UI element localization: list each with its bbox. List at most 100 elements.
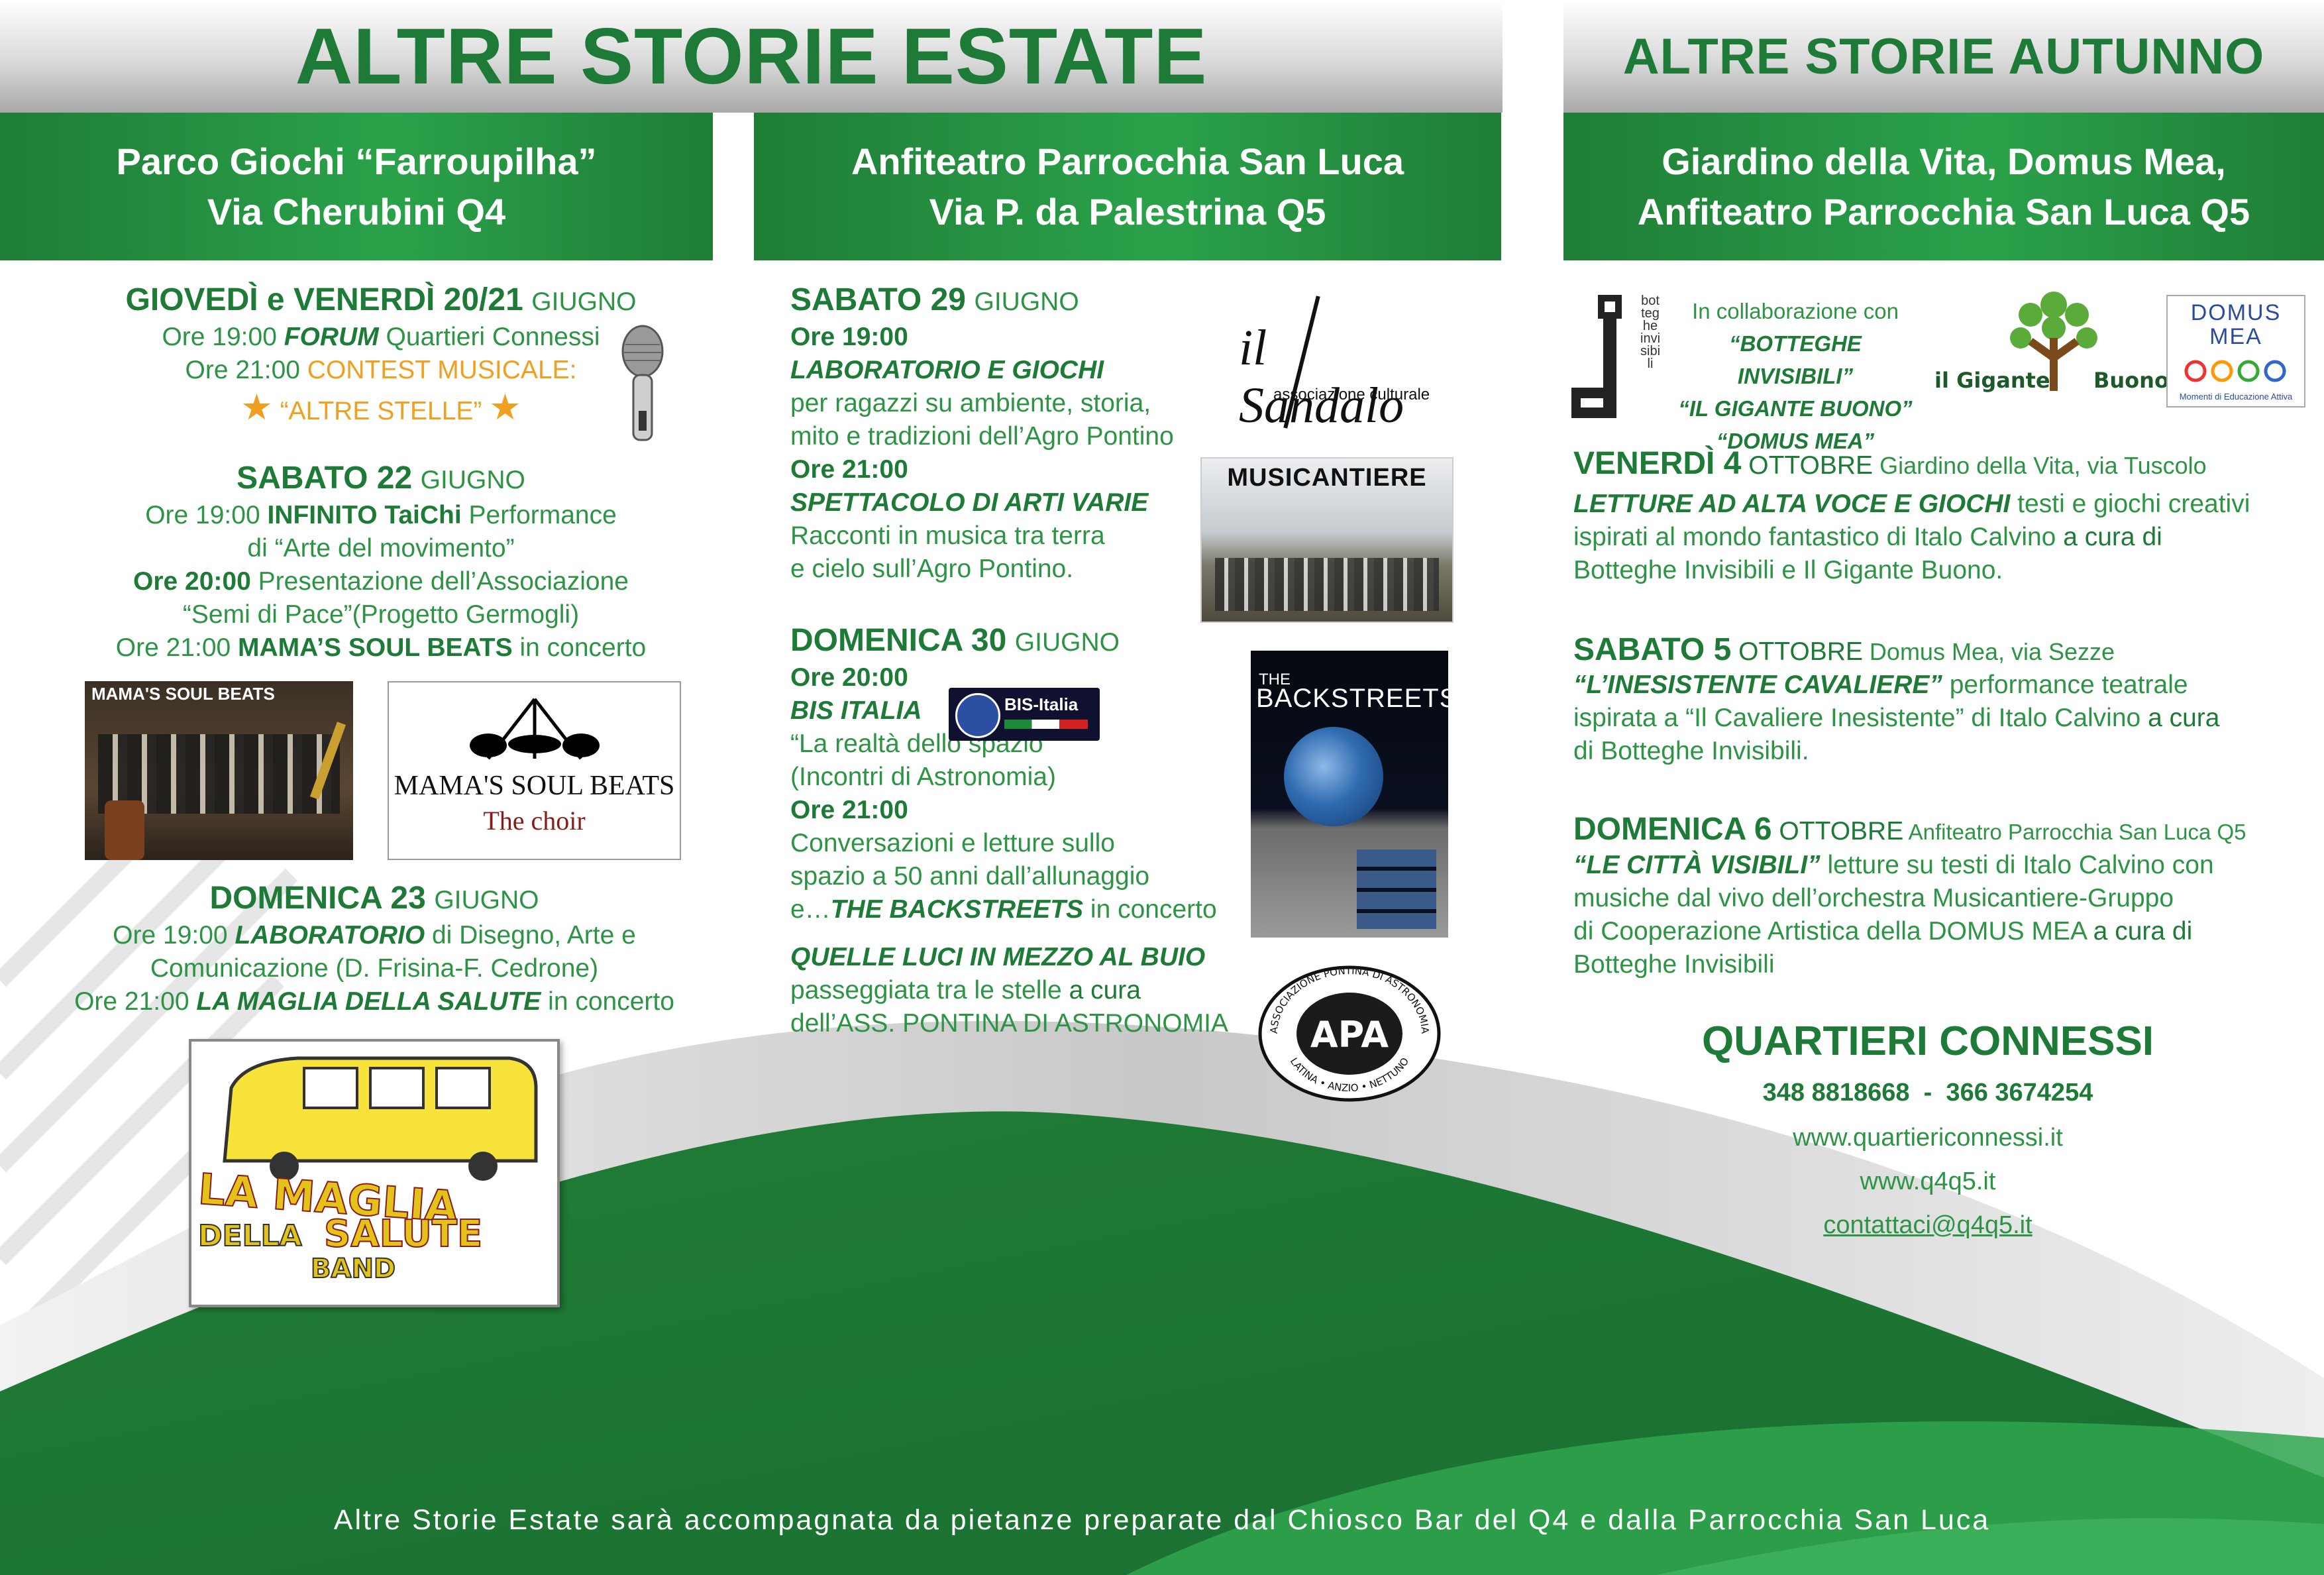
event-title: THE BACKSTREETS <box>830 895 1084 924</box>
event-month: OTTOBRE <box>1738 637 1863 666</box>
event-desc: in concerto <box>541 987 674 1016</box>
logo-mark: APA <box>1310 1014 1389 1056</box>
mamas-soul-beats-logo: MAMA'S SOUL BEATS The choir <box>388 681 681 860</box>
event-desc: Racconti in musica tra terra <box>790 521 1105 550</box>
musicantiere-photo: MUSICANTIERE <box>1200 457 1453 623</box>
event-desc: e cielo sull’Agro Pontino. <box>790 555 1074 583</box>
event-desc: passeggiata tra le stelle <box>790 976 1069 1005</box>
event-month: GIUGNO <box>420 466 525 494</box>
event-day: VENERDÌ 4 <box>1573 446 1742 481</box>
contacts-block: QUARTIERI CONNESSI 348 8818668 - 366 367… <box>1563 1014 2292 1247</box>
event-line: Ore 19:00 FORUM Quartieri Connessi <box>40 321 722 354</box>
venue-banner-1: Parco Giochi “Farroupilha” Via Cherubini… <box>0 113 713 260</box>
time-label: Ore 21:00 <box>790 796 908 824</box>
event-date: VENERDÌ 4 OTTOBRE Giardino della Vita, v… <box>1573 447 2309 482</box>
logo-title: DOMUS <box>2190 300 2282 325</box>
partner-name: “IL GIGANTE BUONO” <box>1678 396 1913 421</box>
botteghe-invisibili-logo <box>1571 295 1622 418</box>
time-label: Ore 21:00 <box>790 455 908 484</box>
partner-name: “BOTTEGHE INVISIBILI” <box>1729 331 1862 388</box>
event-desc: in concerto <box>512 633 647 662</box>
event-desc: ispirata a “Il Cavaliere Inesistente” di… <box>1573 704 2148 732</box>
time-label: Ore 21:00 <box>185 356 307 384</box>
event-title: SPETTACOLO DI ARTI VARIE <box>790 488 1149 517</box>
event-title: “LE CITTÀ VISIBILI” <box>1573 851 1821 879</box>
apa-logo: ASSOCIAZIONE PONTINA DI ASTRONOMIA LATIN… <box>1258 965 1441 1102</box>
time-label: Ore 19:00 <box>145 501 268 529</box>
organizer-label: a cura di <box>2093 917 2193 946</box>
event-desc: Quartieri Connessi <box>378 323 600 351</box>
event-place: Anfiteatro Parrocchia San Luca Q5 <box>1903 820 2246 844</box>
contest-name: “ALTRE STELLE” <box>280 397 482 425</box>
time-label: Ore 19:00 <box>162 323 284 351</box>
logo-title: il Sandalo <box>1239 320 1404 433</box>
logo-word: BAND <box>310 1253 396 1285</box>
event-desc: performance teatrale <box>1942 671 2188 699</box>
poster-title: BACKSTREETS <box>1256 684 1448 713</box>
event-date: DOMENICA 6 OTTOBRE Anfiteatro Parrocchia… <box>1573 813 2309 849</box>
organizer-label: a cura <box>2148 704 2220 732</box>
event-line: ★ “ALTRE STELLE” ★ <box>40 390 722 428</box>
event-month: GIUGNO <box>434 886 539 914</box>
event-desc: musiche dal vivo dell’orchestra Musicant… <box>1573 884 2174 912</box>
maglia-della-salute-logo: LA MAGLIA DELLA SALUTE BAND <box>189 1039 560 1307</box>
estate-title: ALTRE STORIE ESTATE <box>295 12 1208 101</box>
logo-title: MAMA'S SOUL BEATS <box>394 771 675 801</box>
email-link[interactable]: contattaci@q4q5.it <box>1823 1211 2033 1239</box>
event-title: LA MAGLIA DELLA SALUTE <box>196 987 541 1016</box>
event-line: e…THE BACKSTREETS in concerto <box>790 893 1241 926</box>
event-day: GIOVEDÌ e VENERDÌ 20/21 <box>125 282 523 317</box>
event-date: SABATO 22 GIUGNO <box>40 460 722 499</box>
event-day: SABATO 29 <box>790 282 966 317</box>
autunno-title: ALTRE STORIE AUTUNNO <box>1622 28 2265 85</box>
poster-text: THE <box>1259 671 1291 688</box>
logo-word: DELLA <box>197 1219 303 1254</box>
organizer-label: a cura <box>1069 976 1141 1005</box>
event-place: Giardino della Vita, via Tuscolo <box>1873 452 2207 479</box>
backstreets-poster: THE BACKSTREETS <box>1251 651 1448 938</box>
il-sandalo-logo: il Sandalo associazione culturale <box>1234 286 1439 435</box>
mamas-soul-beats-photo: MAMA'S SOUL BEATS <box>85 681 353 860</box>
column-3-events: VENERDÌ 4 OTTOBRE Giardino della Vita, v… <box>1573 447 2309 981</box>
gigante-text: il Gigante <box>1934 368 2050 393</box>
event-line: di “Arte del movimento” <box>247 534 515 563</box>
event-desc: dell’ASS. PONTINA DI ASTRONOMIA <box>790 1009 1228 1038</box>
venue-banner-3: Giardino della Vita, Domus Mea, Anfiteat… <box>1563 113 2324 260</box>
event-title: FORUM <box>284 323 379 351</box>
photo-caption: MAMA'S SOUL BEATS <box>91 684 275 704</box>
event-date: DOMENICA 30 GIUGNO <box>790 622 1241 661</box>
event-desc: per ragazzi su ambiente, storia, <box>790 389 1151 417</box>
event-month: GIUGNO <box>531 288 637 316</box>
event-desc: Presentazione dell’Associazione <box>250 567 629 596</box>
event-desc: e… <box>790 895 831 924</box>
event-line: Ore 21:00 LA MAGLIA DELLA SALUTE in conc… <box>26 985 722 1018</box>
event-date: DOMENICA 23 GIUGNO <box>26 880 722 919</box>
collaboration-block: In collaborazione con “BOTTEGHE INVISIBI… <box>1669 295 1921 457</box>
event-desc: spazio a 50 anni dall’allunaggio <box>790 862 1150 891</box>
logo-title: BIS-Italia <box>1004 694 1079 714</box>
instruments-icon <box>470 698 600 760</box>
event-month: OTTOBRE <box>1748 451 1874 480</box>
column-2-events: SABATO 29 GIUGNO Ore 19:00 LABORATORIO E… <box>790 282 1241 1040</box>
event-place: Domus Mea, via Sezze <box>1862 638 2115 665</box>
time-label: Ore 20:00 <box>133 567 251 596</box>
collab-intro: In collaborazione con <box>1692 299 1899 323</box>
event-line: Ore 21:00 MAMA’S SOUL BEATS in concerto <box>40 631 722 665</box>
contest-label: CONTEST MUSICALE: <box>307 356 577 384</box>
footer-note: Altre Storie Estate sarà accompagnata da… <box>333 1504 1991 1536</box>
gigante-text: Buono <box>2093 368 2169 393</box>
event-line: Ore 20:00 Presentazione dell’Associazion… <box>40 565 722 598</box>
event-date: SABATO 29 GIUGNO <box>790 282 1241 321</box>
event-day: SABATO 22 <box>237 461 413 496</box>
time-label: Ore 19:00 <box>790 323 908 351</box>
website-link[interactable]: www.quartiericonnessi.it <box>1793 1124 2063 1152</box>
gigante-buono-tree-icon <box>2010 292 2097 391</box>
phone-numbers: 348 8818668 - 366 3674254 <box>1762 1079 2093 1107</box>
website-link[interactable]: www.q4q5.it <box>1860 1168 1996 1195</box>
bis-italia-logo: BIS-Italia <box>949 688 1100 741</box>
time-label: Ore 21:00 <box>74 987 197 1016</box>
venue-1-line-2: Via Cherubini Q4 <box>207 190 506 233</box>
event-line: Ore 19:00 LABORATORIO di Disegno, Arte e <box>26 919 722 952</box>
